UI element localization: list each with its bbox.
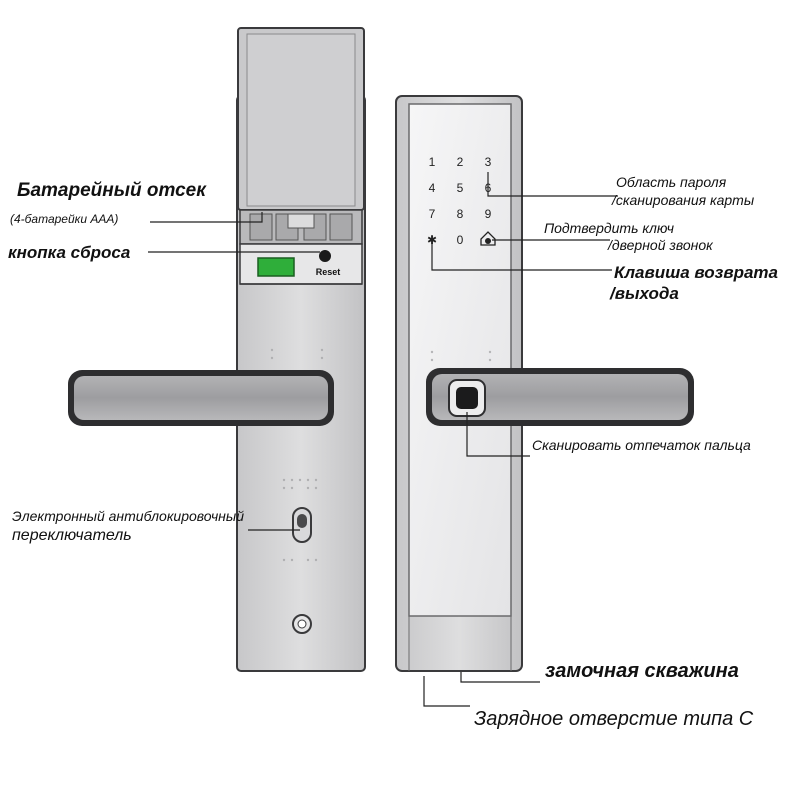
label-fingerprint: Сканировать отпечаток пальца [532,437,751,453]
battery-indicator [257,257,295,277]
keypad-key: 7 [429,207,436,221]
keypad-key: 2 [457,155,464,169]
keypad-key: 3 [485,155,492,169]
keypad-key: 4 [429,181,436,195]
keypad-key: 8 [457,207,464,221]
label-switch-1: Электронный антиблокировочный [12,508,244,524]
back-handle [68,370,334,426]
label-battery-sub: (4-батарейки AAA) [10,212,119,226]
label-confirm-2: /дверной звонок [608,237,713,253]
back-lock-body [236,27,366,672]
keypad-key: 5 [457,181,464,195]
leader-lines [148,172,618,707]
label-password-1: Область пароля [616,174,727,190]
glass-panel [408,103,512,617]
keypad-key: 0 [457,233,464,247]
label-return-2: /выхода [610,284,679,303]
label-return-1: Клавиша возврата [614,263,779,282]
label-keyhole: замочная скважина [545,660,739,682]
label-confirm-1: Подтвердить ключ [544,220,674,236]
reset-button [319,250,331,262]
label-battery: Батарейный отсек [17,180,206,201]
front-handle [426,368,694,426]
keypad-key: 9 [485,207,492,221]
label-typec: Зарядное отверстие типа C [474,708,754,730]
reset-text: Reset [316,267,341,277]
label-reset: кнопка сброса [8,243,131,262]
keypad-key: 1 [429,155,436,169]
label-switch-2: переключатель [12,527,132,544]
keypad-key-bell-icon [480,231,496,246]
label-password-2: /сканирования карты [612,192,755,208]
